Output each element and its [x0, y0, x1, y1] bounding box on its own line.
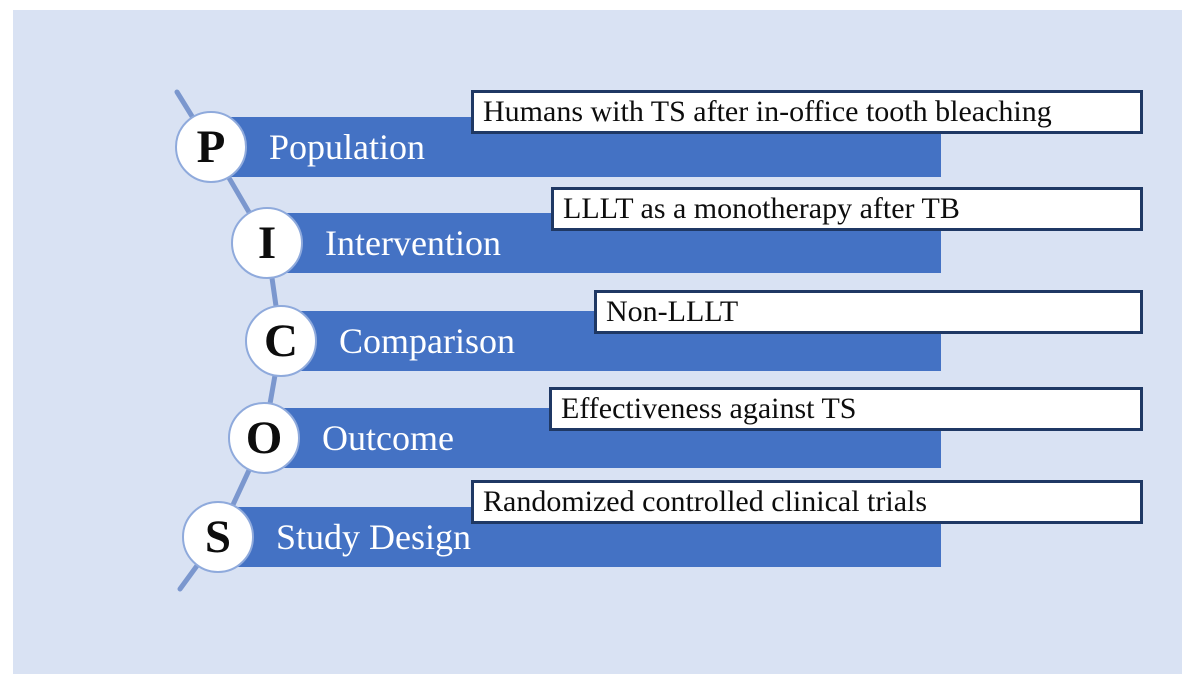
detail-text: LLLT as a monotherapy after TB — [563, 192, 960, 225]
letter-circle-s: S — [182, 501, 254, 573]
detail-box-outcome: Effectiveness against TS — [549, 387, 1143, 431]
letter-circle-c: C — [245, 305, 317, 377]
detail-box-population: Humans with TS after in-office tooth ble… — [471, 90, 1143, 134]
detail-box-study-design: Randomized controlled clinical trials — [471, 480, 1143, 524]
letter: P — [196, 120, 226, 173]
detail-text: Non-LLLT — [606, 295, 739, 328]
detail-text: Effectiveness against TS — [561, 392, 857, 425]
letter: I — [257, 216, 277, 269]
letter: S — [204, 510, 232, 563]
letter: O — [245, 411, 283, 464]
letter-circle-p: P — [175, 111, 247, 183]
category-label: Study Design — [276, 517, 472, 557]
detail-text: Randomized controlled clinical trials — [483, 485, 928, 518]
category-label: Intervention — [325, 223, 501, 263]
category-label: Outcome — [322, 418, 454, 458]
category-label: Population — [269, 127, 426, 167]
letter-circle-i: I — [231, 207, 303, 279]
detail-text: Humans with TS after in-office tooth ble… — [483, 95, 1052, 128]
category-label: Comparison — [339, 321, 515, 361]
detail-box-intervention: LLLT as a monotherapy after TB — [551, 187, 1143, 231]
detail-box-comparison: Non-LLLT — [594, 290, 1143, 334]
letter-circle-o: O — [228, 402, 300, 474]
letter: C — [264, 314, 298, 367]
